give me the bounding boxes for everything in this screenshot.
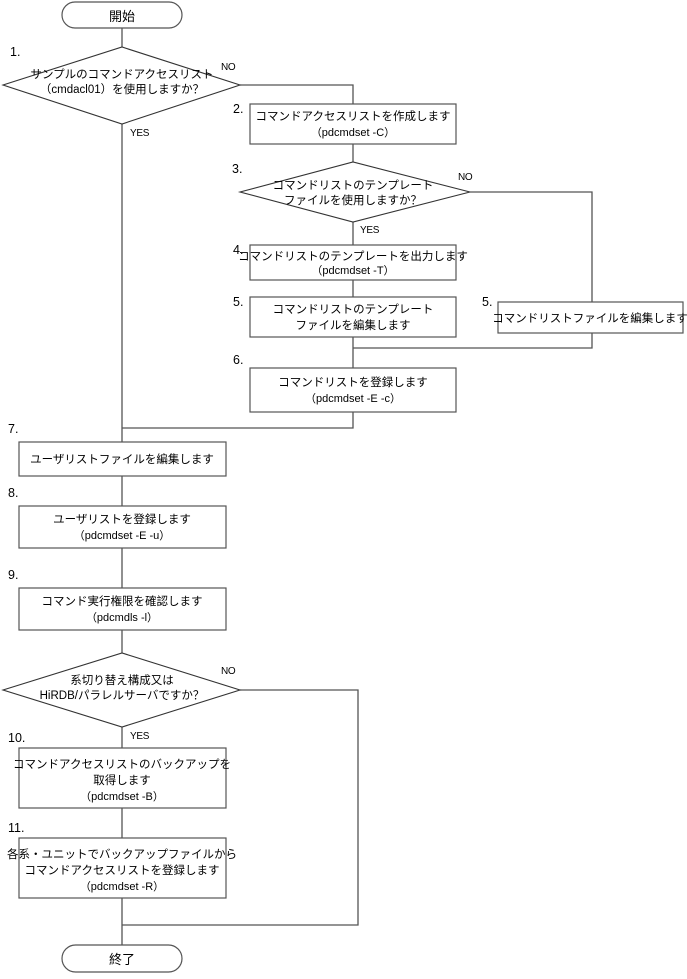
- process-2-line-2: （pdcmdset -C）: [311, 126, 395, 139]
- decision-4-line-2: HiRDB/パラレルサーバですか？: [40, 689, 205, 702]
- process-8-shape: [18, 505, 227, 549]
- end-terminator: 終了: [61, 944, 183, 973]
- process-6-register-command-list: 6. コマンドリストを登録します （pdcmdset -E -c）: [233, 353, 457, 413]
- decision-4-no-label: NO: [221, 666, 236, 677]
- step-number-11: 11.: [8, 821, 24, 835]
- process-11-line-1: 各系・ユニットでバックアップファイルから: [7, 847, 237, 861]
- start-terminator-label: 開始: [109, 9, 135, 24]
- decision-1-yes-label: YES: [130, 128, 150, 139]
- start-terminator: 開始: [61, 1, 183, 29]
- decision-3-yes-label: YES: [360, 225, 380, 236]
- process-6-shape: [249, 367, 457, 413]
- process-4-line-1: コマンドリストのテンプレートを出力します: [238, 249, 468, 263]
- process-10-line-1: コマンドアクセスリストのバックアップを: [13, 758, 231, 771]
- process-5-edit-command-list-template-file: 5. コマンドリストのテンプレート ファイルを編集します: [233, 295, 457, 338]
- decision-1-shape: [1, 46, 242, 125]
- decision-4-yes-label: YES: [130, 731, 150, 742]
- decision-4-shape: [1, 652, 242, 728]
- conn-d3-no-bypass: [353, 191, 593, 349]
- connectors: [121, 27, 593, 945]
- process-2-create-command-access-list: 2. コマンドアクセスリストを作成します （pdcmdset -C）: [233, 102, 457, 145]
- end-terminator-shape: [61, 944, 183, 973]
- decision-3-no-label: NO: [458, 172, 473, 183]
- step-number-9: 9.: [8, 568, 18, 582]
- process-2-shape: [249, 103, 457, 145]
- process-8-register-user-list: 8. ユーザリストを登録します （pdcmdset -E -u）: [8, 486, 227, 549]
- process-5-left-line-1: コマンドリストのテンプレート: [273, 303, 434, 316]
- process-10-line-2: 取得します: [93, 774, 151, 787]
- end-terminator-label: 終了: [109, 952, 135, 967]
- decision-1-line-1: サンプルのコマンドアクセスリスト: [30, 68, 213, 81]
- step-number-5-left: 5.: [233, 295, 243, 309]
- step-number-4: 4.: [233, 243, 243, 257]
- process-4-output-command-list-template: 4. コマンドリストのテンプレートを出力します （pdcmdset -T）: [233, 243, 468, 281]
- decision-3-line-1: コマンドリストのテンプレート: [273, 179, 434, 192]
- process-5-edit-command-list-file: 5. コマンドリストファイルを編集します: [482, 295, 687, 334]
- process-7-shape: [18, 441, 227, 477]
- step-number-10: 10.: [8, 731, 25, 745]
- process-5-right-line-1: コマンドリストファイルを編集します: [492, 311, 687, 325]
- process-5-right-shape: [497, 301, 684, 334]
- step-number-1: 1.: [10, 45, 20, 59]
- step-number-7: 7.: [8, 422, 18, 436]
- process-2-line-1: コマンドアクセスリストを作成します: [256, 110, 451, 123]
- step-number-6: 6.: [233, 353, 243, 367]
- process-11-line-2: コマンドアクセスリストを登録します: [25, 863, 220, 877]
- process-9-line-2: （pdcmdls -l）: [86, 611, 158, 624]
- step-number-8: 8.: [8, 486, 18, 500]
- decision-3-use-command-list-template-file: 3. コマンドリストのテンプレート ファイルを使用しますか？ NO YES: [232, 161, 473, 236]
- process-5-left-shape: [249, 296, 457, 338]
- decision-1-line-2: （cmdacl01）を使用しますか？: [40, 82, 204, 96]
- step-number-3: 3.: [232, 162, 242, 176]
- process-10-line-3: （pdcmdset -B）: [80, 790, 164, 803]
- process-6-line-2: （pdcmdset -E -c）: [305, 392, 401, 405]
- start-terminator-shape: [61, 1, 183, 29]
- process-6-line-1: コマンドリストを登録します: [278, 375, 428, 389]
- process-4-shape: [249, 244, 457, 281]
- process-11-register-from-backup-file: 11. 各系・ユニットでバックアップファイルから コマンドアクセスリストを登録し…: [7, 821, 237, 899]
- process-8-line-1: ユーザリストを登録します: [53, 512, 191, 526]
- decision-3-shape: [237, 161, 471, 223]
- process-9-shape: [18, 587, 227, 631]
- process-10-shape: [18, 747, 227, 809]
- process-11-line-3: （pdcmdset -R）: [80, 880, 164, 893]
- process-9-line-1: コマンド実行権限を確認します: [42, 594, 203, 608]
- decision-standby-or-parallel-server: 系切り替え構成又は HiRDB/パラレルサーバですか？ NO YES: [1, 652, 242, 742]
- process-7-line-1: ユーザリストファイルを編集します: [30, 452, 214, 466]
- process-9-check-command-execution-privilege: 9. コマンド実行権限を確認します （pdcmdls -l）: [8, 568, 227, 631]
- conn-d1-no-to-box2: [240, 84, 354, 104]
- decision-4-line-1: 系切り替え構成又は: [70, 673, 174, 687]
- step-number-2: 2.: [233, 102, 243, 116]
- decision-1-sample-command-access-list: 1. サンプルのコマンドアクセスリスト （cmdacl01）を使用しますか？ N…: [1, 45, 242, 139]
- decision-3-line-2: ファイルを使用しますか？: [284, 193, 422, 207]
- process-5-left-line-2: ファイルを編集します: [296, 318, 411, 332]
- process-4-line-2: （pdcmdset -T）: [311, 264, 394, 277]
- step-number-5-right: 5.: [482, 295, 492, 309]
- conn-box6-to-spine: [122, 412, 354, 429]
- process-11-shape: [18, 837, 227, 899]
- process-10-backup-command-access-list: 10. コマンドアクセスリストのバックアップを 取得します （pdcmdset …: [8, 731, 231, 809]
- process-8-line-2: （pdcmdset -E -u）: [74, 529, 171, 542]
- conn-d4-no-bypass: [122, 689, 359, 926]
- process-7-edit-user-list-file: 7. ユーザリストファイルを編集します: [8, 422, 227, 477]
- decision-1-no-label: NO: [221, 62, 236, 73]
